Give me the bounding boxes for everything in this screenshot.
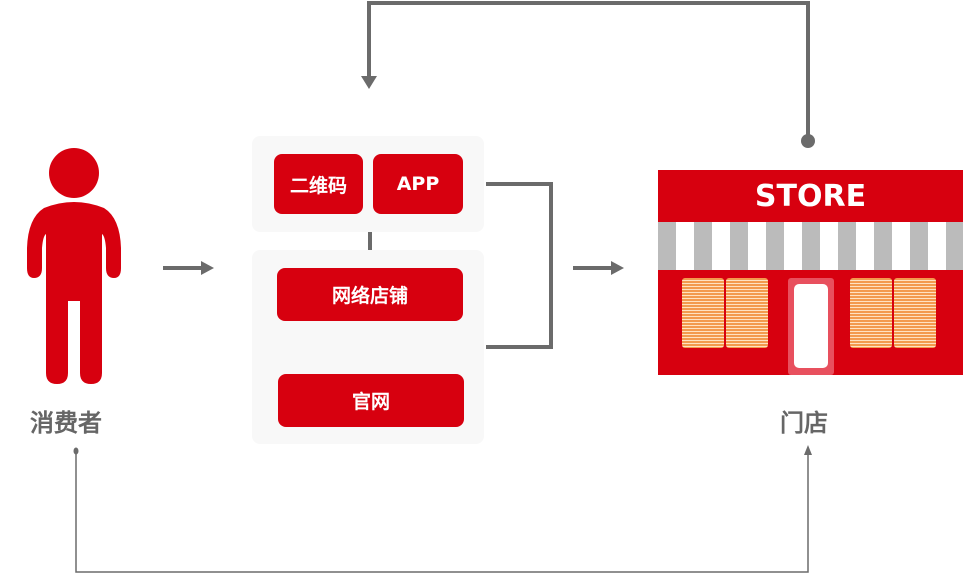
official-site-node[interactable]: 官网 bbox=[278, 374, 464, 427]
store-window bbox=[894, 278, 936, 348]
person-icon bbox=[27, 148, 121, 384]
store-facade bbox=[658, 270, 963, 375]
store-awning bbox=[658, 222, 963, 270]
storefront-icon: STORE bbox=[658, 170, 963, 375]
store-window bbox=[726, 278, 768, 348]
store-window bbox=[850, 278, 892, 348]
store-door-frame bbox=[788, 278, 834, 375]
channels-to-store-arrow bbox=[486, 182, 624, 349]
store-sign: STORE bbox=[658, 170, 963, 222]
app-node[interactable]: APP bbox=[373, 154, 463, 214]
store-to-channels-feedback-arrow bbox=[361, 1, 815, 148]
consumer-to-store-direct-arrow bbox=[73, 445, 812, 573]
online-shop-node[interactable]: 网络店铺 bbox=[277, 268, 463, 321]
store-door bbox=[794, 284, 828, 368]
consumer-to-channels-arrow bbox=[163, 261, 214, 275]
store-window bbox=[682, 278, 724, 348]
qrcode-node[interactable]: 二维码 bbox=[274, 154, 363, 214]
store-label: 门店 bbox=[780, 409, 828, 437]
consumer-label: 消费者 bbox=[30, 409, 102, 437]
